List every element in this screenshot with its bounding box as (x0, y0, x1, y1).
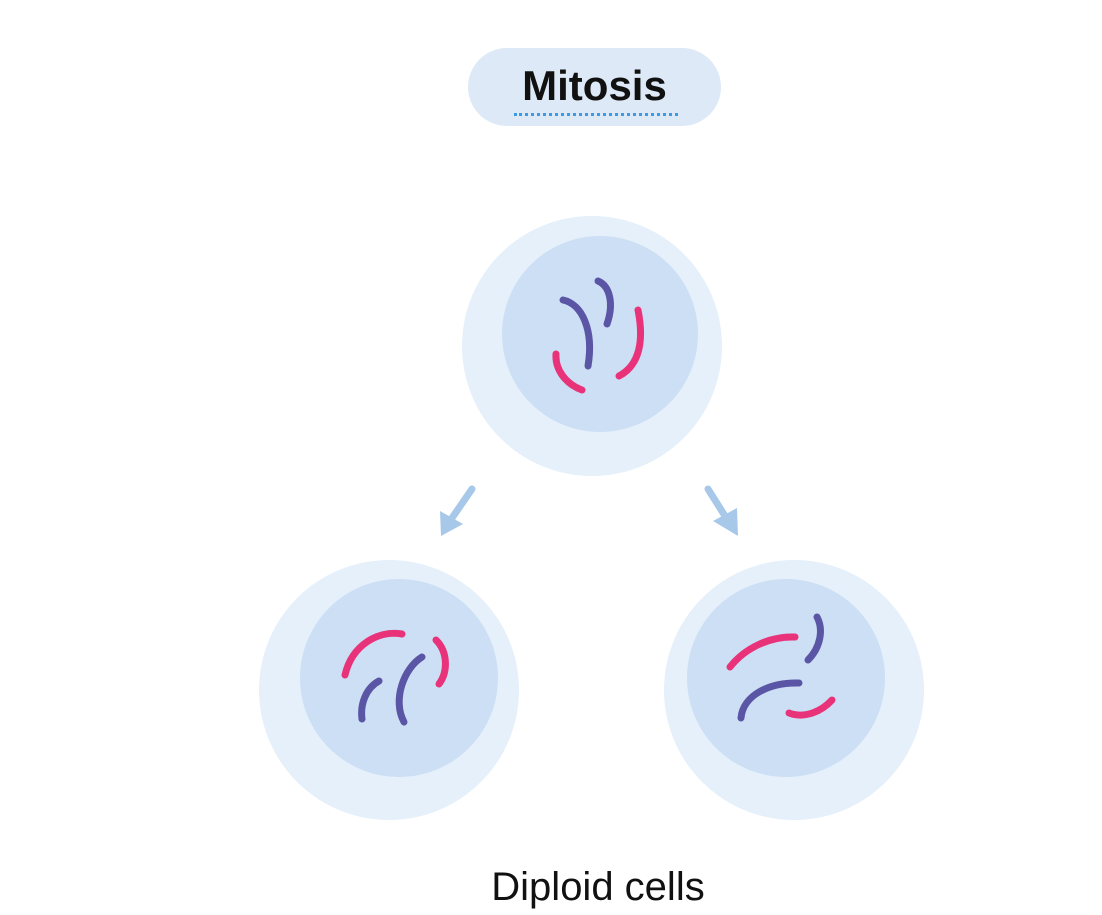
daughter-left-chromosome-pink-1 (341, 629, 406, 679)
parent-cell (462, 216, 722, 476)
arrow-right (704, 485, 738, 536)
daughter-left-chromosome-pink-2 (432, 636, 449, 688)
daughter-right-chromosome-blue-2 (737, 679, 803, 722)
parent-chromosome-pink-1 (552, 350, 586, 394)
daughter-left-chromosome-blue-2 (395, 653, 426, 726)
daughter-right-chromosome-blue-1 (804, 613, 824, 664)
parent-chromosome-blue-1 (559, 296, 594, 370)
parent-chromosome-pink-2 (615, 306, 644, 380)
parent-chromosome-blue-2 (594, 277, 614, 328)
daughter-left-chromosome-blue-1 (358, 677, 383, 723)
parent-cell-nucleus (502, 236, 698, 432)
daughter-right-nucleus (687, 579, 885, 777)
title-underline (514, 113, 678, 116)
daughter-right-chromosome-pink-1 (726, 633, 799, 671)
diagram-title: Mitosis (522, 62, 667, 109)
diagram-caption: Diploid cells (491, 865, 705, 909)
daughter-left-nucleus (300, 579, 498, 777)
arrow-left (440, 485, 476, 536)
daughter-right-chromosome-pink-2 (785, 696, 836, 719)
daughter-cell-right (664, 560, 924, 820)
daughter-cell-left (259, 560, 519, 820)
